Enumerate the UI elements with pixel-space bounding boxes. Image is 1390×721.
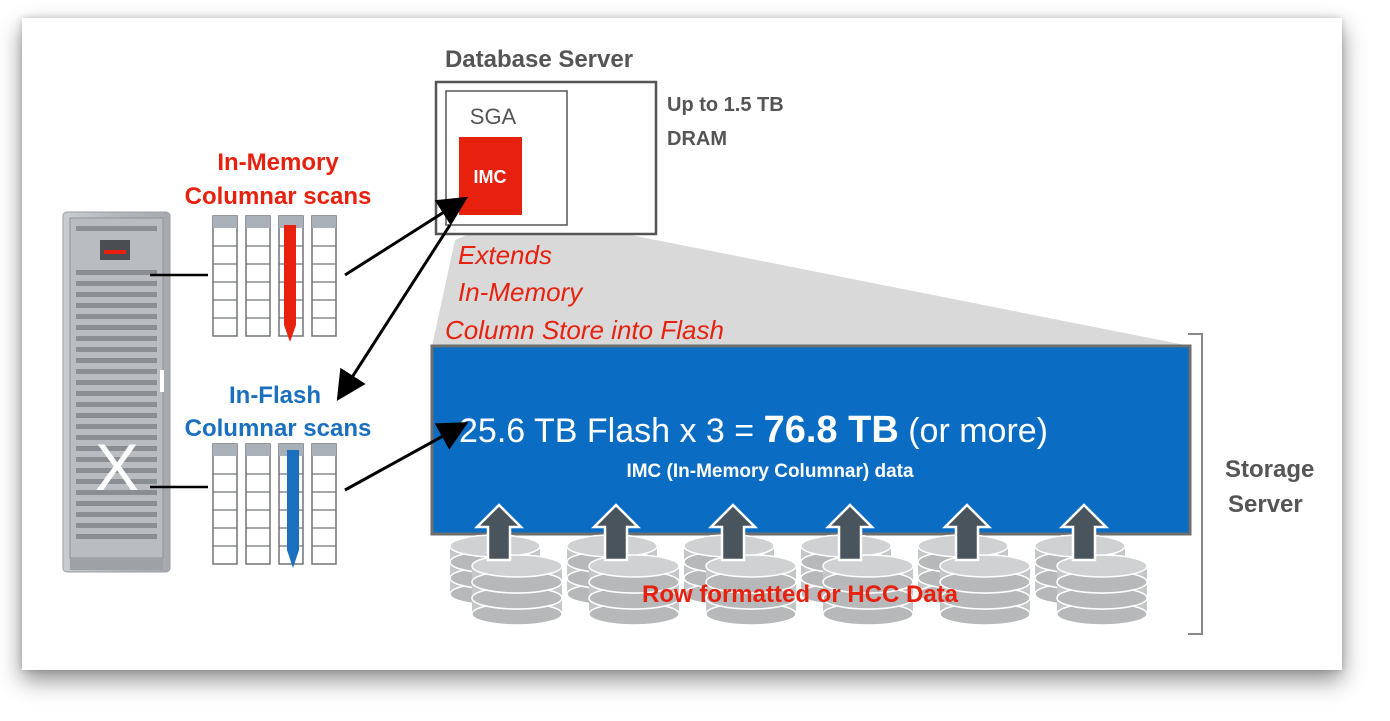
disk-group	[449, 534, 1148, 626]
vent-slot	[76, 281, 157, 286]
vent-slot	[76, 314, 157, 319]
vent-slot	[76, 380, 157, 385]
vent-slot	[76, 303, 157, 308]
column-table-icon	[212, 215, 337, 337]
flash-projection-shape	[432, 213, 1190, 346]
disk-top	[822, 554, 914, 578]
table-header	[213, 216, 237, 228]
vent-slot	[76, 501, 157, 506]
bracket-icon	[1188, 333, 1203, 635]
server-logo: X	[95, 430, 139, 504]
extends-line1: Extends	[458, 240, 552, 270]
vent-slot	[76, 468, 157, 473]
vent-slot	[76, 479, 157, 484]
extends-line3: Column Store into Flash	[445, 315, 724, 345]
sga-label: SGA	[470, 104, 517, 129]
vent-slot	[76, 325, 157, 330]
database-server-title: Database Server	[445, 46, 633, 73]
disk-top	[705, 554, 797, 578]
vent-slot	[76, 292, 157, 297]
in-memory-label-line2: Columnar scans	[185, 183, 372, 210]
vent-slot	[76, 413, 157, 418]
disk-label: Row formatted or HCC Data	[642, 581, 959, 608]
table-column	[212, 215, 238, 337]
dram-label-line2: DRAM	[667, 128, 727, 150]
vent-slot	[76, 446, 157, 451]
vent-slot	[76, 523, 157, 528]
up-arrow-icon	[941, 503, 993, 562]
table-header	[312, 216, 336, 228]
vent-slot	[76, 402, 157, 407]
vent-slot	[76, 512, 157, 517]
vent-slot	[76, 435, 157, 440]
vent-slot	[76, 490, 157, 495]
red-scan-bar	[284, 225, 296, 342]
flash-capacity: 25.6 TB Flash x 3 = 76.8 TB (or more)	[459, 409, 1048, 451]
storage-label-line1: Storage	[1225, 456, 1314, 483]
flash-capacity-suffix: (or more)	[899, 412, 1048, 450]
flash-capacity-total: 76.8 TB	[764, 409, 899, 451]
table-header	[246, 444, 270, 456]
up-arrow-icon	[1058, 503, 1110, 562]
imc-box	[459, 137, 522, 215]
table-column	[245, 215, 271, 337]
flash-capacity-prefix: 25.6 TB Flash x 3 =	[459, 412, 764, 450]
storage-label-line2: Server	[1228, 491, 1303, 518]
server-rack-icon: X	[62, 211, 171, 573]
in-memory-label-line1: In-Memory	[217, 149, 339, 176]
table-column	[245, 443, 271, 565]
table-header	[312, 444, 336, 456]
table-column	[311, 443, 337, 565]
up-arrow-icon	[590, 503, 642, 562]
vent-slot	[76, 347, 157, 352]
flash-subtitle: IMC (In-Memory Columnar) data	[626, 461, 914, 482]
arrow-table-to-imc	[344, 196, 469, 277]
imc-label: IMC	[474, 167, 507, 187]
in-flash-label-line2: Columnar scans	[185, 415, 372, 442]
vent-slot	[76, 391, 157, 396]
vent-slot	[76, 424, 157, 429]
vent-slot	[76, 358, 157, 363]
arrow-imc-to-inflash	[336, 224, 452, 402]
vent-slot	[76, 457, 157, 462]
up-arrow-icon	[824, 503, 876, 562]
arrow-table-to-flash	[344, 422, 469, 492]
up-arrow-icon	[473, 503, 525, 562]
disk-top	[588, 554, 680, 578]
table-header	[213, 444, 237, 456]
in-flash-label-line1: In-Flash	[229, 382, 321, 409]
column-table-icon	[212, 443, 337, 565]
disk-top	[471, 554, 563, 578]
vent-slot	[76, 226, 157, 231]
dram-label-line1: Up to 1.5 TB	[667, 94, 784, 116]
disk-top	[1056, 554, 1148, 578]
vent-slot	[76, 369, 157, 374]
table-header	[246, 216, 270, 228]
blue-scan-bar	[287, 450, 299, 568]
extends-line2: In-Memory	[458, 277, 584, 307]
flash-box	[430, 344, 1192, 536]
up-arrow-group	[473, 503, 1110, 562]
up-arrow-icon	[707, 503, 759, 562]
vent-slot	[76, 270, 157, 275]
vent-slot	[76, 534, 157, 539]
disk-top	[939, 554, 1031, 578]
vent-slot	[76, 336, 157, 341]
